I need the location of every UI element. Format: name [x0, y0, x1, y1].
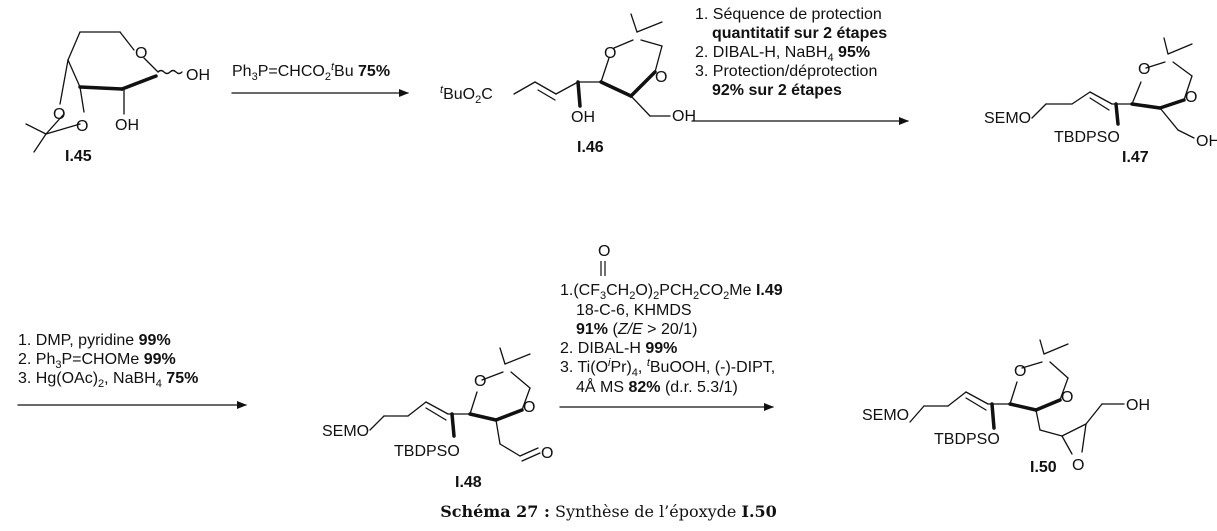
step4-line5: 3. Ti(OiPr)4, tBuOOH, (-)-DIPT,	[560, 357, 775, 379]
dioxolane-o-label: O	[1061, 389, 1073, 406]
caption-compound: I.50	[741, 502, 777, 521]
step3-line1: 1. DMP, pyridine 99%	[18, 332, 171, 349]
tbdps-ether-label: TBDPSO	[1054, 129, 1120, 146]
epoxide-o-label: O	[1072, 457, 1084, 474]
dioxolane-o-label: O	[1185, 89, 1197, 106]
compound-label-I48: I.48	[455, 474, 482, 491]
sem-ether-label: SEMO	[862, 407, 909, 424]
compound-label-I47: I.47	[1122, 149, 1149, 166]
compound-label-I45: I.45	[65, 148, 92, 165]
step4-line1: 1.(CF3CH2O)2PCH2CO2Me I.49	[560, 282, 783, 302]
phosphonate-o-label: O	[598, 243, 610, 260]
hydroxyl-label: OH	[115, 117, 139, 134]
hydroxyl-label: OH	[1196, 133, 1217, 150]
acetonide-o-label: O	[53, 106, 65, 123]
step1-reagent: Ph3P=CHCO2tBu 75%	[232, 61, 390, 83]
ester-group-label: tBuO2C	[440, 84, 493, 106]
step4-line3: 91% (Z/E > 20/1)	[576, 321, 697, 338]
sem-ether-label: SEMO	[322, 423, 369, 440]
step4-line2: 18-C-6, KHMDS	[576, 302, 692, 319]
step3-line2: 2. Ph3P=CHOMe 99%	[18, 351, 176, 371]
caption-text: Synthèse de l’époxyde	[549, 502, 742, 521]
compound-label-I46: I.46	[577, 139, 604, 156]
ring-oxygen-label: O	[135, 45, 147, 62]
compound-label-I50: I.50	[1030, 459, 1057, 476]
step2-line1: 1. Séquence de protection	[695, 6, 882, 23]
hydroxyl-label: OH	[571, 109, 595, 126]
scheme-caption: Schéma 27 : Synthèse de l’époxyde I.50	[0, 502, 1217, 521]
structure-I48	[369, 347, 541, 462]
tbdps-ether-label: TBDPSO	[394, 443, 460, 460]
structure-I46	[513, 13, 671, 117]
step2-line4: 3. Protection/déprotection	[695, 63, 877, 80]
dioxolane-o-label: O	[655, 69, 667, 86]
dioxolane-o-label: O	[1014, 363, 1026, 380]
step2-line3: 2. DIBAL-H, NaBH4 95%	[695, 44, 870, 64]
dioxolane-o-label: O	[604, 45, 616, 62]
step3-line3: 3. Hg(OAc)2, NaBH4 75%	[18, 370, 198, 390]
step4-line6: 4Å MS 82% (d.r. 5.3/1)	[576, 377, 738, 396]
dioxolane-o-label: O	[474, 373, 486, 390]
step2-line2: quantitatif sur 2 étapes	[712, 25, 887, 42]
sem-ether-label: SEMO	[984, 110, 1031, 127]
dioxolane-o-label: O	[1138, 61, 1150, 78]
hydroxyl-label: OH	[672, 108, 696, 125]
caption-label: Schéma 27 :	[440, 502, 550, 521]
hydroxyl-label: OH	[1126, 397, 1150, 414]
dioxolane-o-label: O	[523, 399, 535, 416]
step2-line5: 92% sur 2 étapes	[712, 82, 842, 99]
structure-I50	[909, 339, 1125, 455]
tbdps-ether-label: TBDPSO	[934, 431, 1000, 448]
anomeric-oh-label: OH	[186, 67, 210, 84]
reaction-scheme: O OH OH O O I.45 Ph3P=CHCO2tBu 75% tBuO2…	[17, 6, 1217, 491]
step4-line4: 2. DIBAL-H 99%	[560, 340, 677, 357]
acetonide-o-label: O	[76, 118, 88, 135]
structure-I45	[25, 31, 183, 153]
structure-I47	[1031, 37, 1195, 139]
aldehyde-o-label: O	[541, 445, 553, 462]
